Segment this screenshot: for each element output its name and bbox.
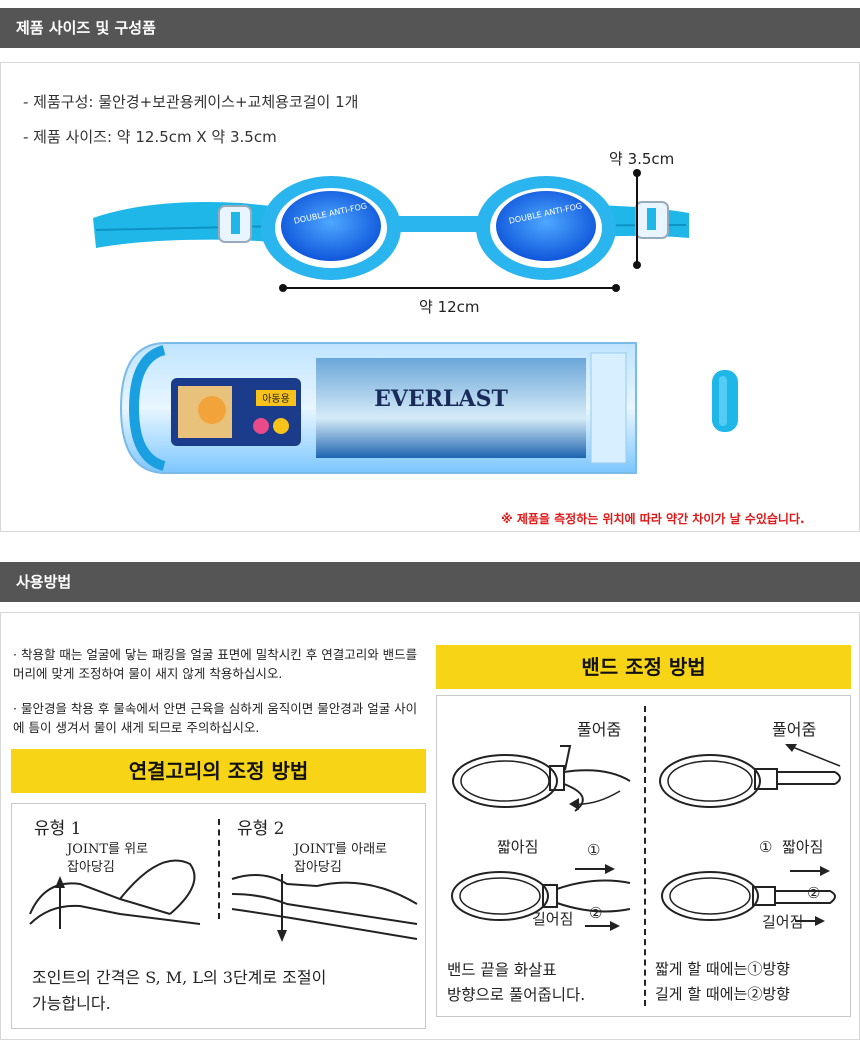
joint-divider: [218, 819, 220, 919]
band-box: 풀어줌 풀어줌 짧아짐 ① ① 짧아짐: [436, 695, 851, 1017]
band-title: 밴드 조정 방법: [436, 645, 851, 689]
bridge-brand: EVERLAST: [411, 207, 466, 217]
joint-note-1: 조인트의 간격은 S, M, L의 3단계로 조절이: [32, 968, 327, 987]
case-image: 아동용 EVERLAST: [119, 342, 637, 474]
usage-panel: · 착용할 때는 얼굴에 닿는 패킹을 얼굴 표면에 밀착시킨 후 연결고리와 …: [0, 612, 860, 1040]
case-kids-label: 아동용: [262, 393, 290, 405]
dimension-lines: [279, 169, 641, 292]
shorten-left: 짧아짐: [497, 838, 539, 856]
type1-label: 유형 1: [34, 819, 82, 839]
type2-label: 유형 2: [237, 819, 285, 839]
type1-desc-2: 잡아당김: [67, 860, 115, 875]
band-left-note-1: 밴드 끝을 화살표: [447, 961, 557, 979]
joint-type2-diagram: [231, 874, 418, 942]
joint-type1-diagram: [29, 859, 201, 929]
usage-bullet-2: · 물안경을 착용 후 물속에서 안면 근육을 심하게 움직이면 물안경과 얼굴…: [13, 701, 418, 735]
type1-desc-1: JOINT를 위로: [67, 842, 149, 857]
width-label: 약 12cm: [419, 298, 480, 316]
joint-note-2: 가능합니다.: [32, 994, 111, 1013]
section-header-size: 제품 사이즈 및 구성품: [0, 8, 860, 48]
mark2-left: ②: [589, 904, 603, 922]
lengthen-left: 길어짐: [532, 910, 574, 928]
type2-desc-2: 잡아당김: [294, 860, 342, 875]
loosen-right: 풀어줌: [772, 720, 817, 739]
band-adjust-right-diagram: [661, 866, 836, 926]
section-header-usage: 사용방법: [0, 562, 860, 602]
nose-piece-image: [712, 370, 738, 432]
shorten-right: 짧아짐: [782, 838, 824, 856]
composition-text: - 제품구성: 물안경+보관용케이스+교체용코걸이 1개: [23, 93, 359, 111]
size-panel: - 제품구성: 물안경+보관용케이스+교체용코걸이 1개 - 제품 사이즈: 약…: [0, 62, 860, 532]
band-adjust-left-diagram: [451, 864, 631, 931]
band-right-note-2: 길게 할 때에는②방향: [655, 985, 790, 1003]
goggles-image: DOUBLE ANTI-FOG DOUBLE ANTI-FOG EVERLAST: [93, 176, 689, 280]
mark2-right: ②: [807, 884, 821, 902]
size-text: - 제품 사이즈: 약 12.5cm X 약 3.5cm: [23, 128, 277, 146]
height-label: 약 3.5cm: [609, 150, 675, 168]
usage-bullet-1: · 착용할 때는 얼굴에 닿는 패킹을 얼굴 표면에 밀착시킨 후 연결고리와 …: [13, 647, 418, 681]
band-loosen-left-diagram: [452, 745, 631, 812]
lengthen-right: 길어짐: [762, 913, 804, 931]
loosen-left: 풀어줌: [577, 720, 622, 739]
band-left-note-2: 방향으로 풀어줍니다.: [447, 986, 586, 1004]
type2-desc-1: JOINT를 아래로: [294, 842, 388, 857]
mark1-right: ①: [759, 838, 773, 856]
band-loosen-right-diagram: [659, 744, 841, 808]
band-right-note-1: 짧게 할 때에는①방향: [655, 960, 790, 978]
joint-box: 유형 1 JOINT를 위로 잡아당김 유형 2 JOINT를 아래로 잡아당김…: [11, 803, 426, 1029]
case-brand: EVERLAST: [374, 386, 508, 412]
mark1-left: ①: [587, 841, 601, 859]
measurement-warning: ※ 제품을 측정하는 위치에 따라 약간 차이가 날 수있습니다.: [501, 512, 805, 526]
band-divider: [644, 706, 646, 1006]
joint-title: 연결고리의 조정 방법: [11, 749, 426, 793]
